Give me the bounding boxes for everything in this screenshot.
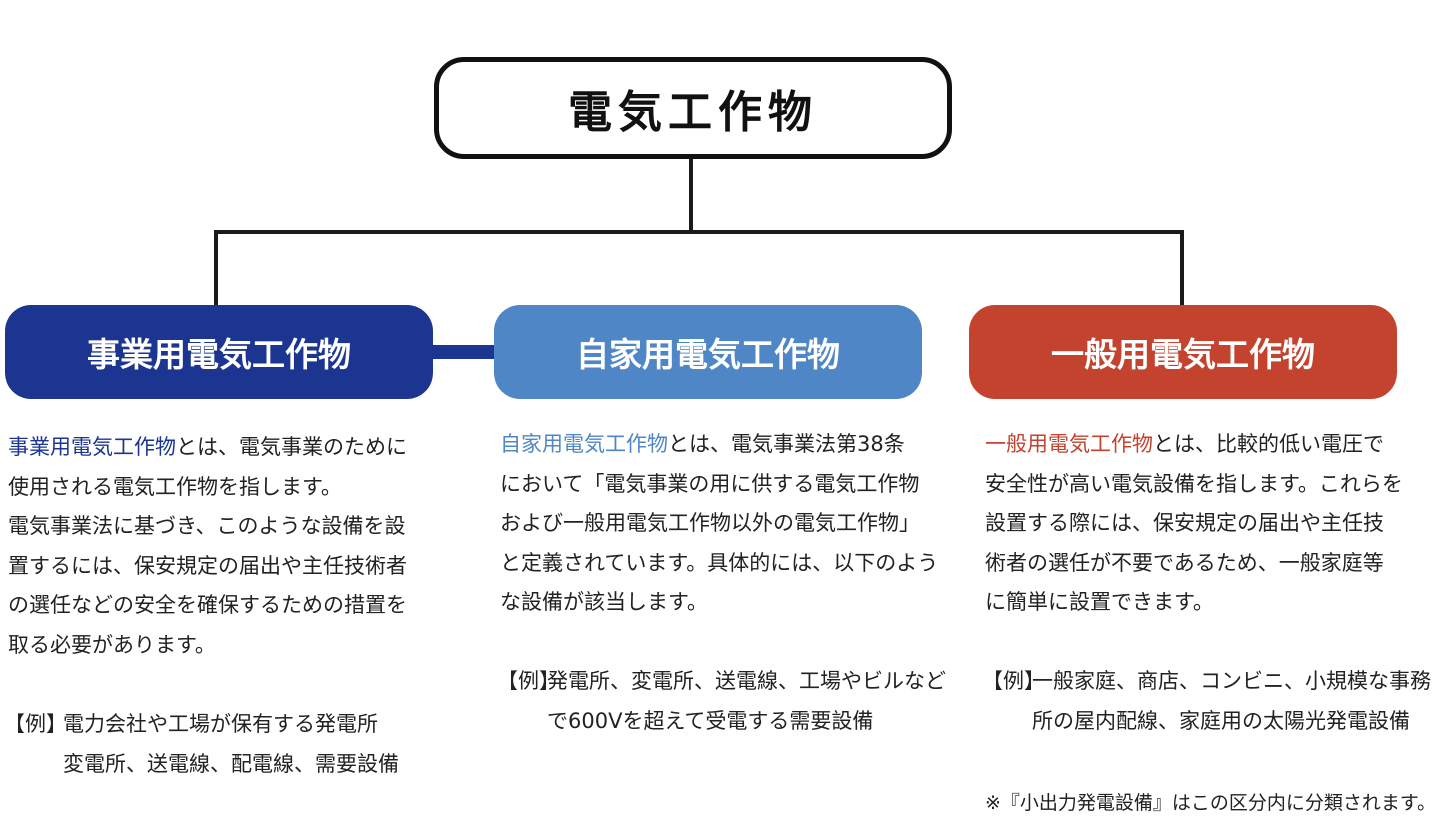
general-example: 【例】 一般家庭、商店、コンビニ、小規模な事務 所の屋内配線、家庭用の太陽光発電… <box>982 662 1431 741</box>
business-example-line-2: 変電所、送電線、配電線、需要設備 <box>63 751 399 776</box>
general-example-label: 【例】 <box>982 669 1045 693</box>
private-example-line-2: で600Vを超えて受電する需要設備 <box>547 708 874 733</box>
category-private-title: 自家用電気工作物 <box>576 335 840 374</box>
general-desc-line-5: に簡単に設置できます。 <box>985 590 1214 614</box>
business-desc-line-5: の選任などの安全を確保するための措置を <box>8 593 407 617</box>
private-desc-line-1: 自家用電気工作物とは、電気事業法第38条 <box>500 432 905 456</box>
private-desc-line-5: な設備が該当します。 <box>500 590 708 614</box>
category-business-box: 事業用電気工作物 <box>5 305 433 399</box>
general-desc-line-3: 設置する際には、保安規定の届出や主任技 <box>985 511 1384 535</box>
business-desc-term: 事業用電気工作物 <box>8 435 176 459</box>
private-desc-line-3: および一般用電気工作物以外の電気工作物」 <box>500 511 920 535</box>
business-desc-line-1: 事業用電気工作物とは、電気事業のために <box>8 435 407 459</box>
private-example-line-1: 発電所、変電所、送電線、工場やビルなど <box>547 669 946 693</box>
category-business-title: 事業用電気工作物 <box>87 335 351 374</box>
private-example: 【例】 発電所、変電所、送電線、工場やビルなど で600Vを超えて受電する需要設… <box>497 662 946 741</box>
private-desc-term: 自家用電気工作物 <box>500 432 668 456</box>
root-node: 電気工作物 <box>434 57 952 159</box>
branch-connector-left <box>214 230 218 306</box>
general-example-line-2: 所の屋内配線、家庭用の太陽光発電設備 <box>1032 708 1410 733</box>
category-general-box: 一般用電気工作物 <box>969 305 1397 399</box>
root-title: 電気工作物 <box>568 87 818 138</box>
general-desc-term: 一般用電気工作物 <box>985 432 1153 456</box>
branch-connector-horizontal <box>214 230 1184 234</box>
branch-connector-right <box>1180 230 1184 306</box>
private-desc-line-4: と定義されています。具体的には、以下のよう <box>500 550 939 575</box>
general-example-line-1: 一般家庭、商店、コンビニ、小規模な事務 <box>1032 669 1431 693</box>
business-desc-line-6: 取る必要があります。 <box>8 632 216 657</box>
general-description: 一般用電気工作物とは、比較的低い電圧で 安全性が高い電気設備を指します。これらを… <box>985 425 1403 623</box>
business-example-line-1: 電力会社や工場が保有する発電所 <box>63 712 378 736</box>
business-desc-line-4: 置するには、保安規定の届出や主任技術者 <box>8 553 407 578</box>
general-desc-line-2: 安全性が高い電気設備を指します。これらを <box>985 471 1403 496</box>
private-description: 自家用電気工作物とは、電気事業法第38条 において「電気事業の用に供する電気工作… <box>500 425 938 623</box>
general-desc-line-1: 一般用電気工作物とは、比較的低い電圧で <box>985 432 1384 456</box>
category-general-title: 一般用電気工作物 <box>1051 335 1315 374</box>
root-connector-vertical <box>689 154 693 232</box>
general-desc-line-4: 術者の選任が不要であるため、一般家庭等 <box>985 550 1384 575</box>
private-desc-line-2: において「電気事業の用に供する電気工作物 <box>500 471 920 496</box>
business-example-label: 【例】 <box>4 712 67 736</box>
general-note: ※『小出力発電設備』はこの区分内に分類されます。 <box>985 792 1437 814</box>
private-example-label: 【例】 <box>497 669 560 693</box>
business-description: 事業用電気工作物とは、電気事業のために 使用される電気工作物を指します。 電気事… <box>8 428 407 665</box>
category-private-box: 自家用電気工作物 <box>494 305 922 399</box>
business-desc-line-3: 電気事業法に基づき、このような設備を設 <box>8 514 406 538</box>
business-private-link <box>430 345 496 359</box>
business-desc-line-2: 使用される電気工作物を指します。 <box>8 474 342 499</box>
business-example: 【例】 電力会社や工場が保有する発電所 変電所、送電線、配電線、需要設備 <box>4 705 399 784</box>
